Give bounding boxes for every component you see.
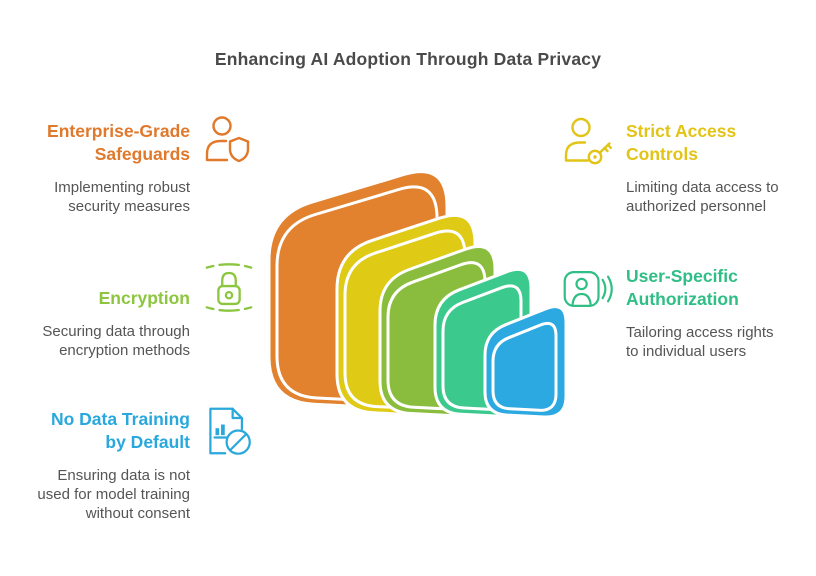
feature-description: Ensuring data is not used for model trai… xyxy=(37,467,190,522)
feature-item-no-data-training: No Data Training by Default Ensuring dat… xyxy=(0,408,190,523)
feature-item-enterprise-grade-safeguards: Enterprise-Grade Safeguards Implementing… xyxy=(0,120,190,216)
privacy-stack xyxy=(267,170,568,419)
feature-heading: User-Specific Authorization xyxy=(626,266,739,309)
feature-heading: Strict Access Controls xyxy=(626,121,737,164)
feature-heading: No Data Training by Default xyxy=(50,409,190,452)
feature-heading: Enterprise-Grade Safeguards xyxy=(47,121,190,164)
feature-item-strict-access-controls: Strict Access Controls Limiting data acc… xyxy=(626,120,816,216)
feature-description: Implementing robust security measures xyxy=(54,179,190,215)
feature-item-user-specific-authorization: User-Specific Authorization Tailoring ac… xyxy=(626,265,816,361)
feature-heading: Encryption xyxy=(98,288,190,308)
stack-layer-5-blue xyxy=(483,305,568,419)
feature-description: Tailoring access rights to individual us… xyxy=(626,324,774,360)
main-title: Enhancing AI Adoption Through Data Priva… xyxy=(214,49,602,69)
encryption-lock-icon xyxy=(203,258,255,316)
feature-item-encryption: Encryption Securing data through encrypt… xyxy=(0,287,190,360)
person-key-icon xyxy=(561,115,613,167)
person-shield-icon xyxy=(201,113,253,167)
no-data-document-icon xyxy=(203,404,253,458)
user-signal-icon xyxy=(562,268,614,310)
feature-description: Securing data through encryption methods xyxy=(42,323,190,359)
feature-description: Limiting data access to authorized perso… xyxy=(626,179,779,215)
